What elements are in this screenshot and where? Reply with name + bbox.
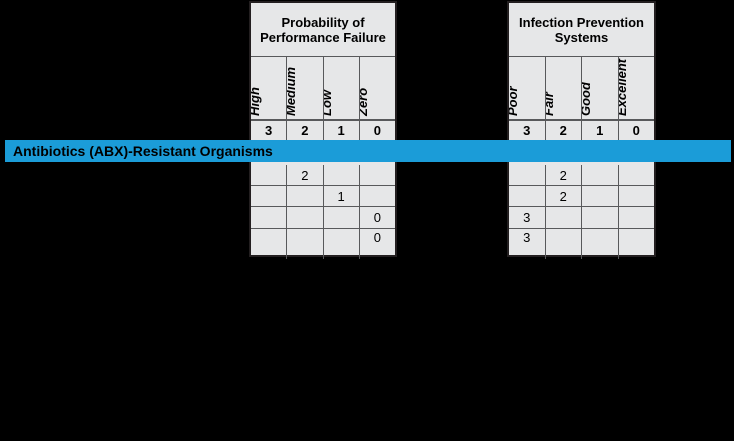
table-cell[interactable] (509, 165, 546, 185)
table-cell[interactable]: 0 (373, 210, 381, 225)
column-header-good: Good (582, 57, 619, 119)
table-cell[interactable] (619, 207, 655, 228)
section-banner-label: Antibiotics (ABX)-Resistant Organisms (13, 143, 273, 159)
column-header-label: Poor (509, 86, 520, 116)
column-weight: 3 (509, 121, 546, 140)
table-cell[interactable] (324, 165, 360, 185)
table-cell[interactable] (582, 165, 619, 185)
table-cell[interactable] (251, 229, 288, 259)
table-cell[interactable] (360, 165, 395, 185)
table-cell[interactable] (582, 186, 619, 206)
table-cell[interactable] (619, 229, 655, 259)
column-header-label: Excellent (618, 58, 630, 116)
table-row: 3 (509, 229, 654, 259)
matrix-column-labels: Poor Fair Good Excellent (509, 57, 654, 121)
column-header-high: High (251, 57, 288, 119)
table-cell[interactable] (582, 229, 619, 259)
matrix-body: 2 2 3 3 (509, 165, 654, 259)
column-header-low: Low (324, 57, 360, 119)
table-cell[interactable] (287, 207, 324, 228)
table-cell[interactable] (287, 229, 324, 259)
column-weight: 2 (287, 121, 324, 140)
column-header-label: Good (582, 82, 593, 116)
table-row: 2 (509, 186, 654, 207)
table-cell[interactable] (251, 186, 288, 206)
column-weight: 3 (251, 121, 288, 140)
table-cell[interactable] (546, 229, 582, 259)
matrix-infection-prevention-systems: Infection Prevention Systems Poor Fair G… (507, 1, 656, 259)
table-row: 3 (509, 207, 654, 229)
column-header-label: Medium (287, 66, 298, 116)
table-cell[interactable] (619, 186, 655, 206)
table-cell[interactable] (582, 207, 619, 228)
column-header-label: Low (323, 90, 335, 116)
matrix-column-weights: 3 2 1 0 (509, 121, 654, 142)
column-header-fair: Fair (545, 57, 582, 119)
matrix-probability-of-performance-failure: Probability of Performance Failure High … (249, 1, 397, 259)
table-row: 2 (509, 165, 654, 186)
table-row: 0 (251, 207, 395, 229)
column-header-label: Zero (359, 87, 371, 116)
section-banner: Antibiotics (ABX)-Resistant Organisms (5, 140, 731, 162)
matrix-title-line2: Performance Failure (260, 29, 386, 45)
column-weight: 1 (324, 121, 360, 140)
table-cell[interactable] (287, 186, 324, 206)
table-cell[interactable] (546, 207, 582, 228)
column-header-label: High (251, 87, 262, 116)
column-header-zero: Zero (360, 57, 395, 119)
column-header-poor: Poor (509, 57, 546, 119)
table-cell[interactable] (324, 207, 360, 228)
table-cell[interactable]: 0 (373, 230, 381, 245)
matrix-title-line1: Probability of (281, 14, 365, 30)
table-cell[interactable] (251, 207, 288, 228)
matrix-title-line1: Infection Prevention (519, 14, 644, 30)
matrix-title: Infection Prevention Systems (509, 3, 654, 57)
column-header-label: Fair (545, 92, 557, 116)
column-weight: 0 (373, 123, 381, 138)
table-cell[interactable]: 2 (287, 165, 324, 185)
table-cell[interactable] (360, 186, 395, 206)
table-cell[interactable]: 3 (509, 229, 546, 259)
table-cell[interactable] (251, 165, 288, 185)
column-weight: 1 (582, 121, 619, 140)
table-row: 0 (251, 229, 395, 259)
table-cell[interactable] (509, 186, 546, 206)
column-weight: 0 (632, 123, 640, 138)
table-cell[interactable]: 1 (324, 186, 360, 206)
matrix-title-line2: Systems (554, 29, 609, 45)
table-cell[interactable] (324, 229, 360, 259)
table-cell[interactable]: 2 (546, 165, 582, 185)
table-cell[interactable]: 2 (546, 186, 582, 206)
column-weight: 2 (546, 121, 582, 140)
table-cell[interactable]: 3 (509, 207, 546, 228)
matrix-body: 2 1 0 0 (251, 165, 395, 259)
matrix-column-weights: 3 2 1 0 (251, 121, 395, 142)
column-header-excellent: Excellent (619, 57, 655, 119)
matrix-column-labels: High Medium Low Zero (251, 57, 395, 121)
table-row: 2 (251, 165, 395, 186)
matrix-title: Probability of Performance Failure (251, 3, 395, 57)
column-header-medium: Medium (287, 57, 324, 119)
table-row: 1 (251, 186, 395, 207)
table-cell[interactable] (619, 165, 655, 185)
